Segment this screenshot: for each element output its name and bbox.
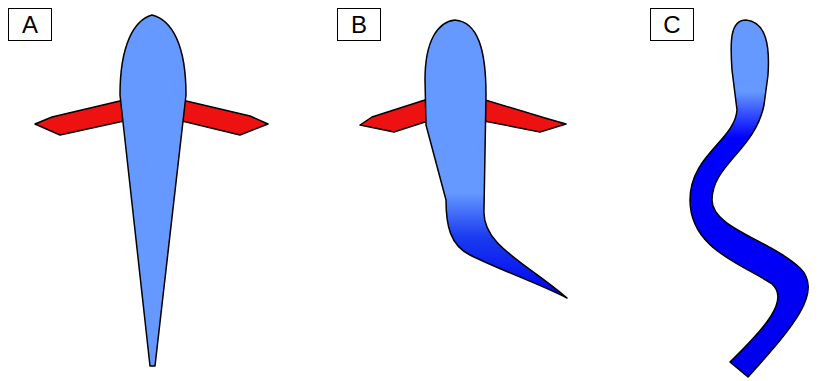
fish-body: [425, 20, 567, 298]
fin: [35, 100, 124, 135]
label-box: B: [337, 8, 381, 41]
fin: [482, 99, 566, 132]
label-box: C: [650, 8, 694, 41]
panel-letter: B: [351, 13, 367, 37]
fish-body: [120, 15, 186, 366]
panel-letter: C: [663, 13, 680, 37]
fin: [360, 99, 428, 132]
fish-body: [690, 20, 808, 377]
panel-letter: A: [22, 13, 38, 37]
fin: [182, 100, 268, 135]
label-box: A: [8, 8, 52, 41]
